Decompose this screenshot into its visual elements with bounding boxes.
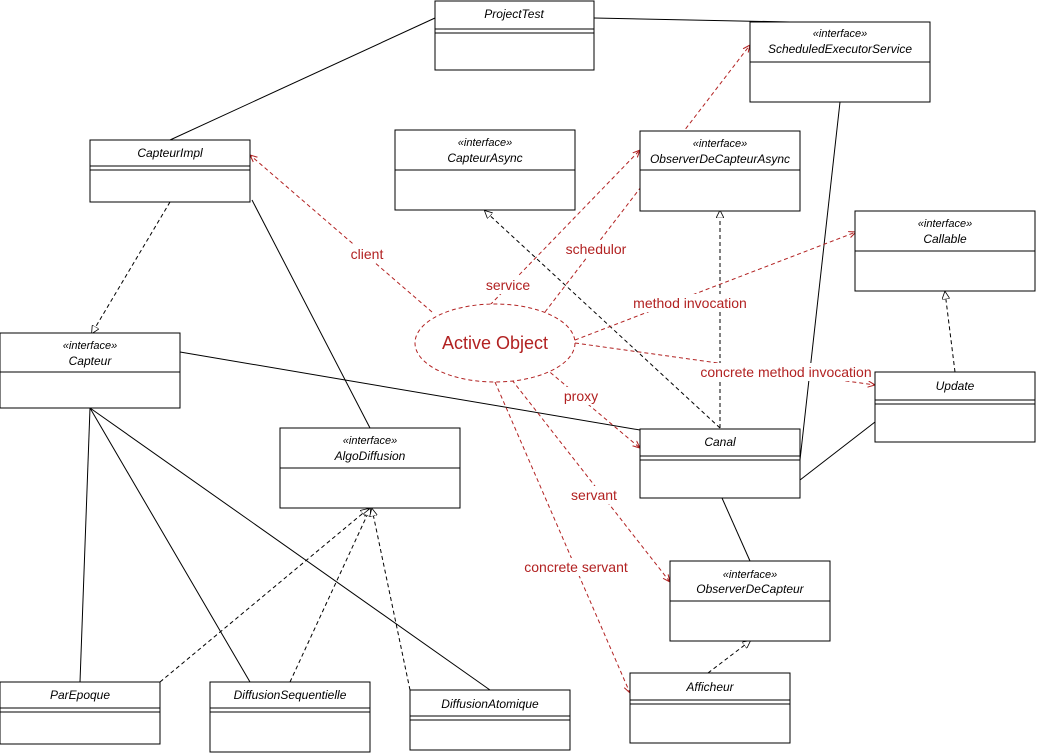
active-object-label: Active Object <box>442 333 548 353</box>
arrow-client <box>250 155 433 313</box>
class-scheduledexecutorservice[interactable]: «interface» ScheduledExecutorService <box>749 21 931 103</box>
class-diffusionsequentielle[interactable]: DiffusionSequentielle <box>209 681 371 753</box>
class-update[interactable]: Update <box>874 371 1036 443</box>
label-service: service <box>486 277 531 293</box>
label-servant: servant <box>571 487 617 503</box>
class-parepoque[interactable]: ParEpoque <box>0 681 161 745</box>
realize-parepoque-algodiffusion <box>159 509 368 683</box>
class-stereotype: «interface» <box>723 569 777 581</box>
assoc-capteurimpl-algodiffusion <box>251 199 371 429</box>
assoc-projecttest-scheduledexecutor <box>593 17 791 23</box>
class-name: Afficheur <box>685 680 734 694</box>
label-concrete-servant: concrete servant <box>524 559 628 575</box>
class-name: ObserverDeCapteur <box>696 582 804 596</box>
class-name: CapteurAsync <box>447 151 522 165</box>
class-capteurasync[interactable]: «interface» CapteurAsync <box>394 129 576 211</box>
class-observerdecapteurasync[interactable]: «interface» ObserverDeCapteurAsync <box>639 130 801 212</box>
class-name: ProjectTest <box>484 7 544 21</box>
class-name: CapteurImpl <box>137 146 203 160</box>
class-capteur[interactable]: «interface» Capteur <box>0 332 181 409</box>
label-schedulor: schedulor <box>566 241 627 257</box>
label-proxy: proxy <box>564 388 598 404</box>
class-callable[interactable]: «interface» Callable <box>854 210 1036 292</box>
class-stereotype: «interface» <box>918 218 972 230</box>
realize-diffusionsequentielle-algodiffusion <box>289 509 370 683</box>
class-name: DiffusionAtomique <box>441 697 539 711</box>
label-concrete-method-invocation: concrete method invocation <box>700 364 871 380</box>
realize-capteurimpl-capteur <box>92 201 171 333</box>
class-algodiffusion[interactable]: «interface» AlgoDiffusion <box>279 427 461 509</box>
assoc-capteur-diffusionatomique <box>89 407 491 691</box>
class-stereotype: «interface» <box>813 28 867 40</box>
class-canal[interactable]: Canal <box>639 428 801 499</box>
class-name: DiffusionSequentielle <box>234 688 347 702</box>
class-capteurimpl[interactable]: CapteurImpl <box>89 139 251 203</box>
arrow-concrete-servant <box>494 381 630 693</box>
class-name: ParEpoque <box>50 688 110 702</box>
association-lines <box>79 17 876 691</box>
arrow-proxy <box>544 367 640 448</box>
assoc-update-canal <box>799 421 876 481</box>
class-stereotype: «interface» <box>63 340 117 352</box>
class-observerdecapteur[interactable]: «interface» ObserverDeCapteur <box>669 560 831 642</box>
relation-labels: client service schedulor method invocati… <box>346 240 874 576</box>
assoc-capteur-canal <box>179 351 641 431</box>
assoc-projecttest-capteurimpl <box>169 17 436 141</box>
class-name: Canal <box>704 435 736 449</box>
class-name: ScheduledExecutorService <box>768 42 912 56</box>
arrow-method-invocation <box>574 232 856 341</box>
class-stereotype: «interface» <box>458 137 512 149</box>
class-name: ObserverDeCapteurAsync <box>650 152 790 166</box>
realization-lines <box>92 201 956 691</box>
realize-canal-capteurasync <box>485 211 721 429</box>
realize-diffusionatomique-algodiffusion <box>372 509 411 691</box>
label-method-invocation: method invocation <box>633 295 747 311</box>
class-diffusionatomique[interactable]: DiffusionAtomique <box>409 689 571 751</box>
class-name: Capteur <box>69 354 113 368</box>
active-object[interactable]: Active Object <box>414 303 576 383</box>
assoc-capteur-diffusionsequentielle <box>89 407 251 683</box>
active-object-ellipse[interactable] <box>414 303 576 383</box>
assoc-capteur-parepoque <box>79 407 91 683</box>
class-name: Update <box>936 379 975 393</box>
class-name: Callable <box>923 232 967 246</box>
class-afficheur[interactable]: Afficheur <box>629 672 791 744</box>
label-client: client <box>351 246 384 262</box>
assoc-canal-observerdecapteur <box>721 497 751 562</box>
realize-update-callable <box>945 292 956 373</box>
arrow-servant <box>511 379 670 582</box>
class-projecttest[interactable]: ProjectTest <box>434 0 595 71</box>
class-stereotype: «interface» <box>343 435 397 447</box>
assoc-scheduledexecutor-canal <box>799 101 841 461</box>
class-name: AlgoDiffusion <box>334 449 406 463</box>
realize-afficheur-observerdecapteur <box>707 641 750 674</box>
class-stereotype: «interface» <box>693 138 747 150</box>
